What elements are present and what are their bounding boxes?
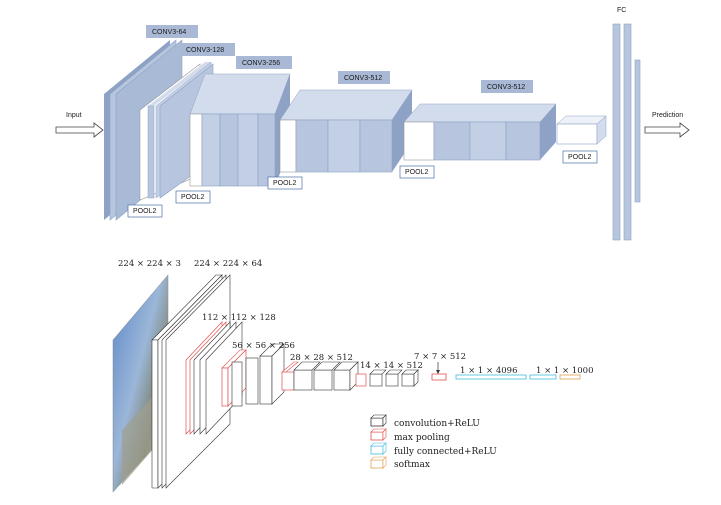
conv-block-3 — [189, 73, 291, 187]
pool-label-3-text: POOL2 — [273, 180, 296, 187]
conv-label-5-text: CONV3-512 — [487, 84, 525, 91]
bottom-conv-block-2 — [185, 321, 243, 435]
pool-label-3: POOL2 — [267, 176, 303, 190]
conv-label-2: CONV3-128 — [180, 43, 235, 56]
conv-label-1: CONV3-64 — [146, 25, 198, 38]
softmax-layer — [559, 374, 581, 380]
conv-label-1-text: CONV3-64 — [152, 29, 186, 36]
legend-softmax: softmax — [370, 456, 430, 470]
pool-label-2-text: POOL2 — [181, 194, 204, 201]
conv-label-3: CONV3-256 — [236, 56, 292, 69]
prediction-arrow — [644, 122, 690, 138]
pool-label-1: POOL2 — [127, 204, 163, 218]
top-diagram: Input — [55, 7, 690, 241]
conv-label-4: CONV3-512 — [338, 71, 390, 84]
fc-4096-2 — [529, 374, 557, 380]
legend-softmax-label: softmax — [394, 460, 430, 470]
dim-label-9: 1 × 1 × 1000 — [536, 366, 594, 376]
pool-label-4-text: POOL2 — [405, 169, 428, 176]
conv-label-3-text: CONV3-256 — [242, 60, 280, 67]
bottom-pool-final — [431, 373, 447, 381]
pool-label-4: POOL2 — [399, 165, 435, 179]
fc-layer-3 — [634, 59, 641, 203]
dim-label-2: 224 × 224 × 64 — [194, 259, 262, 269]
bottom-conv-block-4 — [281, 361, 359, 391]
legend-pool-label: max pooling — [394, 433, 450, 443]
fc-4096-1 — [455, 374, 527, 380]
input-arrow — [55, 122, 104, 138]
dim-label-1: 224 × 224 × 3 — [118, 259, 181, 269]
legend-fc-label: fully connected+ReLU — [394, 447, 497, 457]
bottom-conv-block-3 — [221, 343, 285, 407]
dim-label-7: 7 × 7 × 512 — [414, 352, 466, 362]
fc-layer-1 — [612, 23, 621, 241]
dim-label-3: 112 × 112 × 128 — [202, 313, 276, 323]
pool-label-2: POOL2 — [175, 190, 211, 204]
fc-label: FC — [617, 7, 626, 14]
dim-label-6: 14 × 14 × 512 — [360, 361, 423, 371]
legend-conv-label: convolution+ReLU — [394, 419, 480, 429]
pool-label-5: POOL2 — [562, 150, 598, 164]
legend: convolution+ReLU max pooling fully conne… — [370, 414, 497, 470]
bottom-diagram: 224 × 224 × 3 224 × 224 × 64 112 × 112 ×… — [112, 259, 594, 493]
pool-label-1-text: POOL2 — [133, 208, 156, 215]
prediction-label: Prediction — [652, 112, 683, 119]
dim-label-5: 28 × 28 × 512 — [290, 353, 353, 363]
conv-block-5 — [403, 103, 557, 161]
input-label: Input — [66, 112, 82, 119]
bottom-conv-block-5 — [355, 369, 419, 387]
conv-block-4 — [279, 89, 413, 173]
conv-label-5: CONV3-512 — [481, 80, 533, 93]
conv-label-4-text: CONV3-512 — [344, 75, 382, 82]
legend-fc: fully connected+ReLU — [370, 442, 497, 457]
dim-label-8: 1 × 1 × 4096 — [460, 366, 518, 376]
dim-label-4: 56 × 56 × 256 — [232, 341, 295, 351]
conv-label-2-text: CONV3-128 — [186, 47, 224, 54]
final-pool-block — [556, 115, 607, 145]
legend-conv: convolution+ReLU — [370, 414, 480, 429]
fc-layer-2 — [623, 23, 632, 241]
pool-label-5-text: POOL2 — [568, 154, 591, 161]
legend-pool: max pooling — [370, 428, 450, 443]
